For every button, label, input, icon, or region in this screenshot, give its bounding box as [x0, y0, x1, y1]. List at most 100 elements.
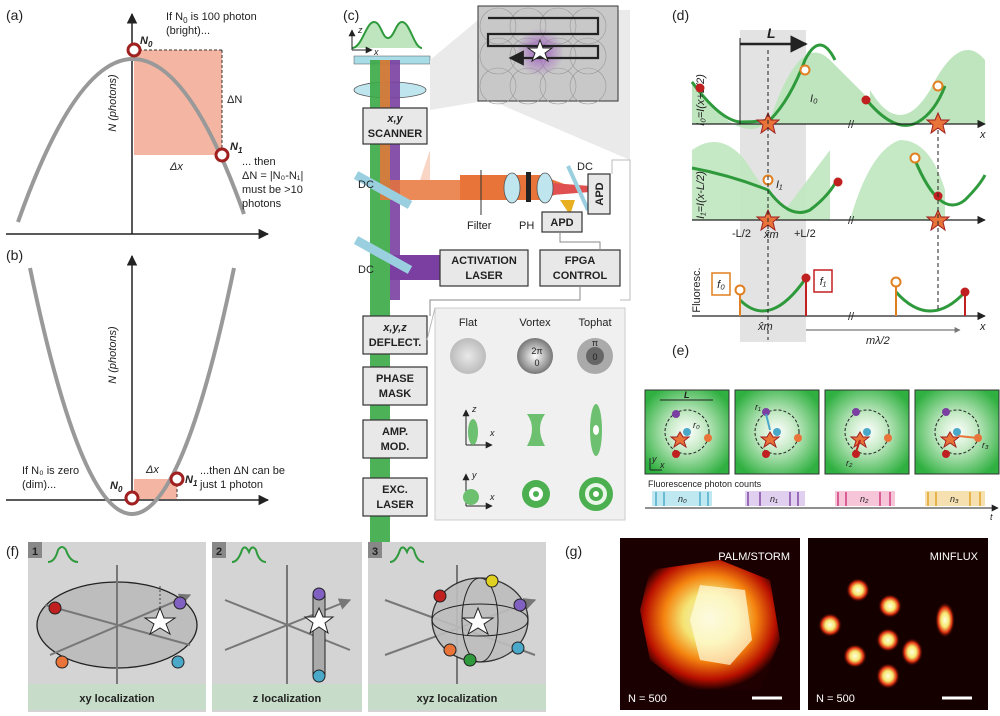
note2a-b: ...then ΔN can be — [200, 465, 285, 477]
box-fpga: FPGA CONTROL — [539, 249, 621, 287]
dc-label-2: DC — [358, 264, 374, 276]
tophat-label: Tophat — [578, 317, 611, 329]
note1b-a: (bright)... — [166, 25, 210, 37]
e-frame-2: r₂ — [824, 389, 910, 475]
svg-text:MOD.: MOD. — [381, 441, 410, 453]
n0-count: n₀ — [678, 494, 687, 504]
note2c-a: must be >10 — [242, 184, 303, 196]
svg-text:ACTIVATION: ACTIVATION — [451, 255, 517, 267]
panel-b: (b) N (photons) N0 N1 Δx If N₀ is zero (… — [6, 247, 285, 516]
note2d-a: photons — [242, 198, 282, 210]
note1b-b: (dim)... — [22, 479, 56, 491]
e-frame-0: L r₀ y x — [644, 389, 730, 475]
note1a-b: If N₀ is zero — [22, 465, 79, 477]
i1-axis-label: I₁=I(x-L/2) — [695, 171, 707, 219]
axis-break-3: // — [848, 311, 855, 323]
svg-text:MASK: MASK — [379, 388, 411, 400]
box-activation: ACTIVATION LASER — [439, 249, 529, 287]
panel-a-tag: (a) — [6, 7, 23, 23]
panel-c-tag: (c) — [343, 7, 359, 23]
box-apd-2: APD — [541, 211, 583, 233]
n1-label-b: N1 — [185, 474, 198, 488]
minflux-n-label: N = 500 — [816, 693, 855, 705]
n1-point-a — [214, 147, 230, 163]
n0-label-a: N0 — [140, 35, 153, 49]
e-x-label: x — [659, 460, 665, 470]
box-phase: PHASE MASK — [362, 366, 428, 406]
panel-g: (g) PALM/STORM N = 500 MINFLUX N = 500 — [565, 538, 988, 710]
delta-n-a: ΔN — [227, 94, 242, 106]
step-3: 3 — [372, 546, 378, 558]
note2b-b: just 1 photon — [199, 479, 263, 491]
note2a-a: ... then — [242, 156, 276, 168]
panel-e-tag: (e) — [672, 342, 689, 358]
flat-label: Flat — [459, 317, 477, 329]
pi-label: π — [592, 338, 598, 348]
r3-label: r₃ — [982, 440, 989, 450]
n1-point-b — [169, 471, 185, 487]
i0-label: I₀ — [810, 93, 818, 105]
svg-text:AMP.: AMP. — [382, 426, 408, 438]
svg-text:EXC.: EXC. — [382, 484, 408, 496]
svg-text:LASER: LASER — [376, 499, 413, 511]
xm-label-1: x̂m — [763, 229, 779, 241]
minflux-label: MINFLUX — [930, 551, 979, 563]
filter-label: Filter — [467, 220, 492, 232]
step-2: 2 — [216, 546, 222, 558]
panel-b-tag: (b) — [6, 247, 23, 263]
x-axis-c: x — [373, 47, 379, 57]
panel-c: (c) z x — [343, 5, 631, 700]
parabola-a — [16, 57, 246, 223]
photon-counts-label: Fluorescence photon counts — [648, 479, 762, 489]
n0-point-b — [124, 490, 140, 506]
xm-label-2: x̂m — [757, 321, 773, 333]
box-exc: EXC. LASER — [362, 477, 428, 517]
caption-xy: xy localization — [79, 693, 154, 705]
caption-z: z localization — [253, 693, 322, 705]
dc-label-3: DC — [577, 161, 593, 173]
caption-xyz: xyz localization — [417, 693, 498, 705]
y-axis-label-b: N (photons) — [107, 326, 119, 384]
x-axis-d1: x — [979, 129, 986, 141]
n1-label-a: N1 — [230, 141, 243, 155]
xz-z-label: z — [471, 404, 477, 414]
panel-d-tag: (d) — [672, 7, 689, 23]
n1-count: n₁ — [770, 494, 778, 504]
axis-break-2: // — [848, 215, 855, 227]
vortex-zero: 0 — [534, 358, 539, 368]
palm-storm-label: PALM/STORM — [718, 551, 790, 563]
xz-x-label: x — [489, 428, 495, 438]
svg-text:CONTROL: CONTROL — [553, 270, 608, 282]
f1-label: f₁ — [820, 276, 827, 288]
svg-text:LASER: LASER — [465, 270, 502, 282]
parabola-b — [28, 267, 236, 516]
r2-label: r₂ — [846, 458, 853, 468]
svg-text:PHASE: PHASE — [376, 373, 414, 385]
e-y-label: y — [651, 454, 657, 464]
n2-count: n₂ — [860, 494, 869, 504]
svg-text:x,y: x,y — [386, 113, 403, 125]
period-L-label: L — [767, 25, 776, 41]
delta-x-b: Δx — [145, 464, 159, 476]
i0-axis-label: I₀=I(x+L/2) — [695, 74, 707, 126]
e-frame-3: r₃ — [914, 389, 1000, 475]
panel-f: (f) 1 xy localization 2 z localization 3 — [6, 542, 546, 712]
z-axis-c: z — [357, 25, 363, 35]
axis-break-1: // — [848, 119, 855, 131]
panel-f-tag: (f) — [6, 543, 19, 559]
svg-text:x,y,z: x,y,z — [382, 322, 407, 334]
svg-text:SCANNER: SCANNER — [368, 128, 422, 140]
step-1: 1 — [32, 546, 38, 558]
panel-a: (a) N (photons) N0 N1 ΔN Δx If N0 is 100… — [6, 7, 303, 240]
n3-count: n₃ — [950, 494, 959, 504]
palm-n-label: N = 500 — [628, 693, 667, 705]
r0-label: r₀ — [693, 420, 700, 430]
panel-d: (d) L I₀=I(x+L/2) I₀ // x I₁=I(x-L/2) I₁ — [672, 7, 987, 347]
dc-label-1: DC — [358, 179, 374, 191]
svg-text:FPGA: FPGA — [565, 255, 596, 267]
note2b-a: ΔN = |N₀-N₁| — [242, 170, 303, 182]
tophat-zero: 0 — [592, 352, 597, 362]
ph-label: PH — [519, 220, 534, 232]
